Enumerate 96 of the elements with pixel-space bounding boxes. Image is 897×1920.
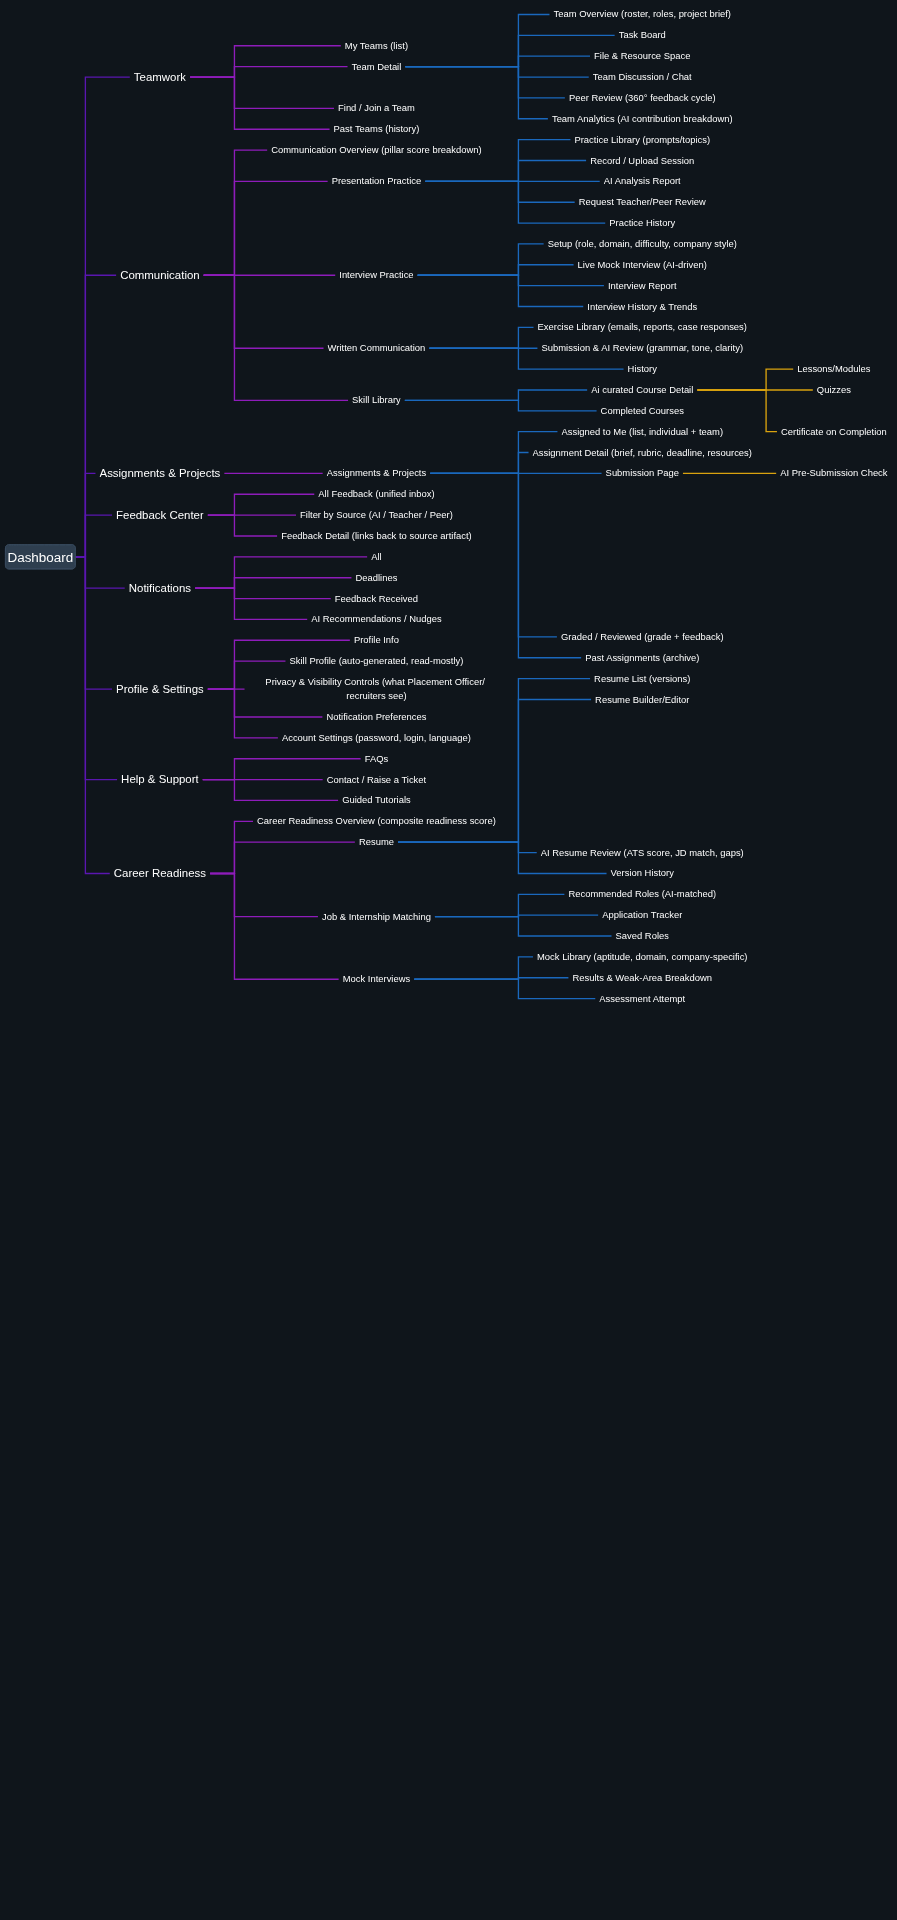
node-text: AI Recommendations / Nudges <box>311 613 442 625</box>
node-text: Mock Library (aptitude, domain, company-specific) <box>537 951 748 962</box>
node-text: Career Readiness <box>113 866 207 880</box>
node-text: Resume List (versions) <box>594 672 691 684</box>
node-text: AI Analysis Report <box>603 175 681 187</box>
node-text: Find / Join a Team <box>338 102 415 114</box>
connector <box>74 556 111 875</box>
node-text: Skill Profile (auto-generated, read-mostly) <box>289 655 464 667</box>
node-text: Presentation Practice <box>331 175 422 187</box>
node-text: Privacy & Visibility Controls (what Placement Officer/ recruiters see) <box>265 676 485 702</box>
connector <box>209 872 340 980</box>
connector <box>207 688 279 739</box>
node-text: Practice Library (prompts/topics) <box>574 133 711 145</box>
connector <box>416 274 584 308</box>
connector <box>189 76 331 130</box>
node-text: Live Mock Interview (AI-driven) <box>577 259 707 270</box>
node-text: Team Overview (roster, roles, project brief) <box>553 8 731 20</box>
node-text: Peer Review (360° feedback cycle) <box>568 92 716 103</box>
node-text: Guided Tutorials <box>342 794 411 806</box>
node-text: Submission Page <box>605 467 679 479</box>
node-text: Team Detail <box>351 60 402 72</box>
connector <box>682 472 777 475</box>
node-text: Help & Support <box>121 773 199 786</box>
node-text: Interview Report <box>607 279 677 291</box>
connector <box>223 472 324 475</box>
node-text: FAQs <box>364 753 389 764</box>
connector <box>404 65 549 120</box>
node-text: Feedback Received <box>334 592 419 604</box>
connector <box>424 180 606 224</box>
node-text: All Feedback (unified inbox) <box>318 488 435 500</box>
node-text: Career Readiness Overview (composite readiness score) <box>257 815 496 827</box>
node-text: Written Communication <box>327 342 426 354</box>
connector <box>404 399 598 412</box>
node-text: Quizzes <box>816 384 851 396</box>
connector <box>194 587 308 621</box>
node-text: Resume Builder/Editor <box>595 693 690 705</box>
node-text: Notifications <box>128 581 192 595</box>
connector <box>413 978 596 1000</box>
node-text: Results & Weak-Area Breakdown <box>572 972 713 983</box>
node-text: Teamwork <box>133 70 186 84</box>
node-text: Submission & AI Review (grammar, tone, clarity) <box>541 342 744 354</box>
node-text: Profile Info <box>353 634 399 646</box>
connector <box>696 389 778 433</box>
node-text: Task Board <box>618 29 666 41</box>
node-text: Account Settings (password, login, language) <box>281 732 471 743</box>
node-text: Graded / Reviewed (grade + feedback) <box>560 631 724 642</box>
node-text: All <box>371 551 382 562</box>
connector <box>429 472 582 659</box>
node-text: Team Analytics (AI contribution breakdown) <box>551 113 733 124</box>
node-text: Completed Courses <box>600 405 684 416</box>
node-text: Interview History & Trends <box>587 300 698 312</box>
connector <box>428 347 625 370</box>
node-text: Mock Interviews <box>342 973 411 985</box>
node-text: Team Discussion / Chat <box>592 71 692 83</box>
connector <box>202 778 339 802</box>
node-text: Skill Library <box>352 394 401 406</box>
node-text: Contact / Raise a Ticket <box>326 773 427 785</box>
node-text: Exercise Library (emails, reports, case responses) <box>537 321 747 333</box>
node-text: Feedback Center <box>116 508 204 522</box>
node-text: Resume <box>358 836 394 848</box>
node-text: Profile & Settings <box>116 682 204 696</box>
node-text: Saved Roles <box>615 930 669 942</box>
node-text: My Teams (list) <box>344 40 409 51</box>
connector <box>397 841 608 875</box>
node-text: Setup (role, domain, difficulty, company style) <box>547 238 737 249</box>
node-text: Assigned to Me (list, individual + team) <box>561 425 724 437</box>
node-text: Record / Upload Session <box>590 154 695 166</box>
node-text: Application Tracker <box>602 909 683 921</box>
node-text: Lessons/Modules <box>797 363 871 375</box>
node-text: Deadlines <box>355 571 398 583</box>
node-text: Certificate on Completion <box>780 425 887 437</box>
node-text: Feedback Detail (links back to source artifact) <box>281 530 472 542</box>
node-text: Assignment Detail (brief, rubric, deadline, resources) <box>532 446 752 458</box>
connector <box>203 274 349 402</box>
connector <box>434 916 613 937</box>
node-text: Ai curated Course Detail <box>591 384 694 396</box>
node-text: Assessment Attempt <box>599 992 686 1004</box>
node-text: Version History <box>610 867 674 879</box>
connector <box>207 514 278 537</box>
node-text: Job & Internship Matching <box>321 910 431 922</box>
node-text: Notification Preferences <box>326 711 427 723</box>
node-text: File & Resource Space <box>594 50 691 62</box>
node-text: Assignments & Projects <box>326 467 427 479</box>
node-text: AI Pre-Submission Check <box>780 467 888 479</box>
node-text: Past Assignments (archive) <box>585 652 700 663</box>
node-text: AI Resume Review (ATS score, JD match, gaps) <box>540 846 744 858</box>
node-text: Communication Overview (pillar score breakdown) <box>271 144 482 156</box>
node-text: Past Teams (history) <box>333 123 420 135</box>
node-text: Interview Practice <box>339 269 414 281</box>
node-text: History <box>627 363 657 375</box>
node-text: Filter by Source (AI / Teacher / Peer) <box>300 509 453 521</box>
node-text: Request Teacher/Peer Review <box>578 196 706 208</box>
node-text: Assignments & Projects <box>99 466 221 480</box>
node-text: Recommended Roles (AI-matched) <box>568 888 717 900</box>
node-text: Communication <box>120 268 200 282</box>
node-text: Practice History <box>609 217 676 229</box>
